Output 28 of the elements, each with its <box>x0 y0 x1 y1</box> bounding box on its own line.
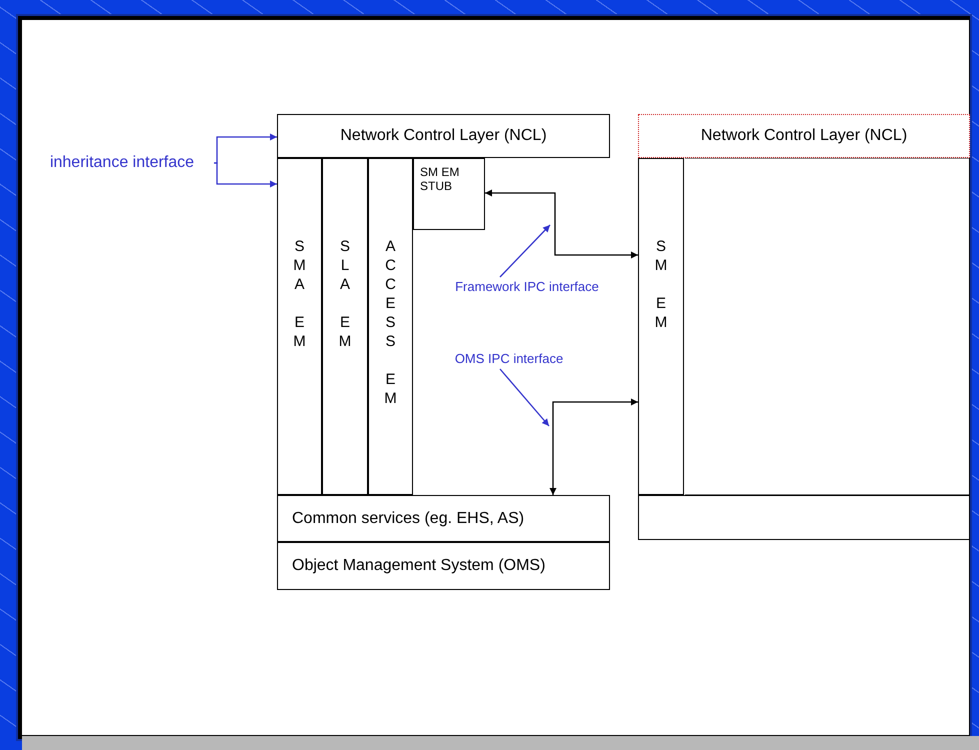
column-box <box>638 158 684 495</box>
connector-arrow <box>550 398 638 495</box>
vertical-label: SLA EM <box>338 237 352 351</box>
box-label: Object Management System (OMS) <box>292 556 546 576</box>
connector-arrow <box>485 190 638 258</box>
layer-box <box>277 495 610 542</box>
box-label: Network Control Layer (NCL) <box>700 126 908 146</box>
column-box <box>322 158 368 495</box>
vertical-label: ACCESS EM <box>384 237 397 408</box>
annotation-text: inheritance interface <box>50 153 194 173</box>
box-label: Common services (eg. EHS, AS) <box>292 508 524 528</box>
layer-box <box>413 158 485 230</box>
connector-arrow <box>214 134 277 164</box>
vertical-label: SM EM <box>654 237 668 332</box>
annotation-text: Framework IPC interface <box>455 279 599 295</box>
leader-arrow <box>500 368 550 426</box>
box-label: SM EM STUB <box>420 165 460 194</box>
vertical-label: SMA EM <box>293 237 306 351</box>
column-box <box>368 158 413 495</box>
box-label: Network Control Layer (NCL) <box>340 126 547 146</box>
layer-box <box>277 542 610 590</box>
layer-box <box>277 114 610 158</box>
dotted-box <box>638 114 970 158</box>
annotation-text: OMS IPC interface <box>454 351 564 367</box>
column-box <box>277 158 322 495</box>
connector-arrow <box>214 162 277 188</box>
leader-arrow <box>500 224 550 278</box>
layer-box <box>638 495 970 540</box>
